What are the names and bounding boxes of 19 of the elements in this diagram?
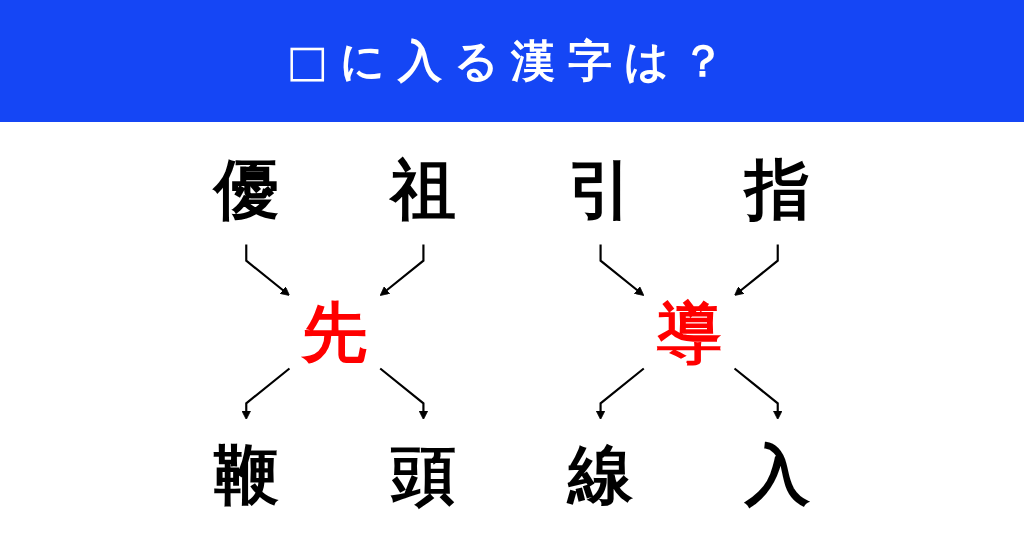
title: □に入る漢字は？ (286, 33, 738, 88)
arrow (245, 244, 290, 296)
node-text: 指 (745, 151, 811, 228)
arrow (379, 367, 429, 420)
node-text: 入 (745, 436, 811, 513)
node-text: 先 (302, 294, 368, 370)
node-text: 引 (568, 151, 633, 228)
arrow (734, 244, 779, 296)
node-text: 線 (568, 436, 633, 513)
arrow (599, 244, 645, 296)
arrow (241, 367, 291, 420)
node-text: 祖 (391, 151, 456, 228)
arrow (595, 367, 645, 420)
node-text: 優 (213, 151, 279, 228)
node-text: 頭 (391, 436, 456, 513)
node-text: 鞭 (213, 436, 279, 513)
node-text: 導 (656, 294, 722, 370)
arrow (379, 244, 425, 296)
arrow (733, 367, 783, 420)
